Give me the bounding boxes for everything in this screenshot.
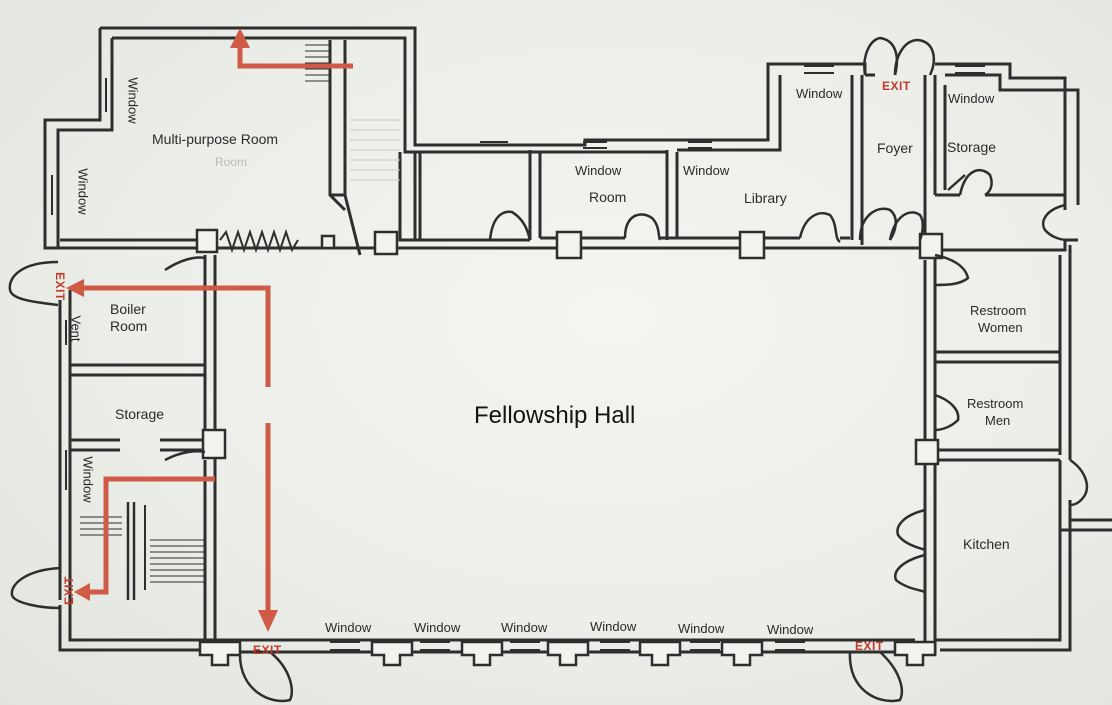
walls xyxy=(43,26,1112,655)
restroom-women-label-line2: Women xyxy=(978,320,1023,335)
window-label-library-top: Window xyxy=(796,86,843,101)
window-label-bottom-6: Window xyxy=(767,622,814,637)
window-label-bottom-3: Window xyxy=(501,620,548,635)
library-label: Library xyxy=(744,190,787,206)
window-label-mpr-top: Window xyxy=(125,77,141,124)
page-title: Fellowship Hall xyxy=(474,402,636,429)
stair-lines xyxy=(80,44,400,600)
doors xyxy=(8,36,1089,703)
room-label: Room xyxy=(589,189,627,205)
exit-label-foyer: EXIT xyxy=(882,79,911,93)
window-label-library: Window xyxy=(683,163,730,178)
window-markers xyxy=(51,65,985,651)
window-label-bottom-2: Window xyxy=(414,620,461,635)
window-label-bottom-4: Window xyxy=(590,619,637,634)
vent-label: Vent xyxy=(68,315,84,342)
kitchen-label: Kitchen xyxy=(963,536,1010,552)
restroom-men-label-line2: Men xyxy=(985,413,1011,428)
coil-symbol xyxy=(219,228,299,254)
window-label-room: Window xyxy=(575,163,622,178)
restroom-men-label-line1: Restroom xyxy=(967,396,1024,411)
exit-label-bottom-right: EXIT xyxy=(855,639,884,653)
storage-left-label: Storage xyxy=(115,406,165,422)
window-label-stair: Window xyxy=(80,456,96,503)
boiler-room-label-line2: Room xyxy=(110,318,148,334)
multipurpose-room-label: Multi-purpose Room xyxy=(152,131,279,147)
storage-right-label: Storage xyxy=(947,139,997,155)
exit-label-left-lower: EXIT xyxy=(61,576,76,605)
restroom-women-label-line1: Restroom xyxy=(970,303,1027,318)
exit-label-left-upper: EXIT xyxy=(52,272,67,301)
exit-route-arrows xyxy=(80,44,353,612)
window-label-bottom-5: Window xyxy=(678,621,725,636)
boiler-room-label-line1: Boiler xyxy=(110,301,146,317)
exit-label-bottom-left: EXIT xyxy=(253,643,282,657)
window-label-mpr-left: Window xyxy=(75,168,91,215)
exit-arrowheads xyxy=(66,28,278,632)
window-label-storage: Window xyxy=(948,91,995,106)
foyer-label: Foyer xyxy=(877,140,913,156)
multipurpose-room-faint-label: Room xyxy=(215,155,248,169)
pillars xyxy=(195,228,944,667)
window-label-bottom-1: Window xyxy=(325,620,372,635)
